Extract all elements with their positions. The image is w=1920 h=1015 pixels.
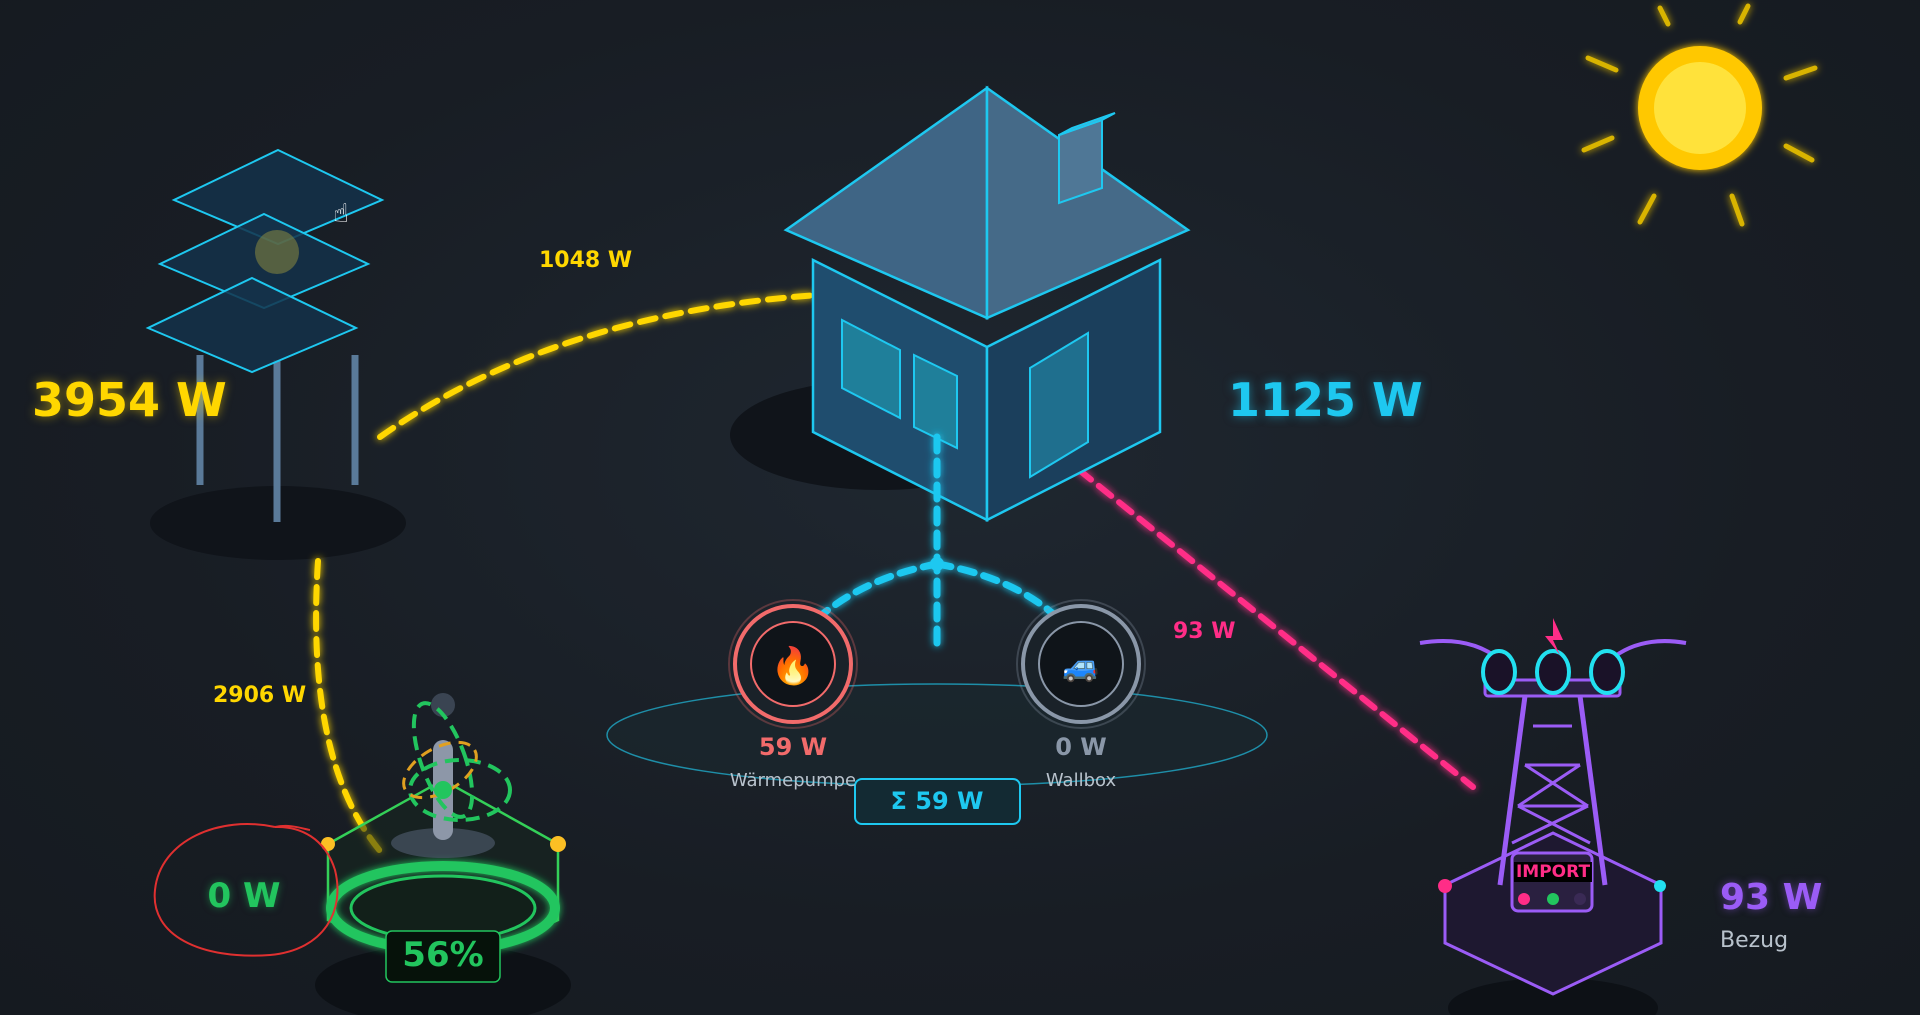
house-power-value: 1125 W [1228, 373, 1423, 427]
grid-power-value: 93 W [1720, 877, 1823, 918]
flow-grid-to-house [1035, 434, 1476, 790]
consumers-total: Σ 59 W [890, 787, 984, 815]
solar-to-house-flow-label: 1048 W [539, 248, 633, 273]
battery-soc: 56% [402, 935, 484, 975]
battery-power-value: 0 W [207, 876, 281, 916]
grid-pylon-icon [1419, 618, 1687, 1015]
fire-icon: 🔥 [771, 645, 816, 687]
house-icon [730, 85, 1191, 523]
grid-direction-label: Bezug [1720, 928, 1789, 953]
hand-cursor-icon: ☝ [333, 199, 349, 229]
wallbox-node[interactable]: 🚙 [1016, 599, 1146, 729]
heat-pump-node[interactable]: 🔥 [728, 599, 858, 729]
flow-solar-to-battery [313, 558, 383, 854]
heat-pump-power: 59 W [758, 733, 828, 761]
solar-panel-icon [145, 148, 406, 560]
sun-icon [1581, 3, 1818, 227]
grid-status-badge: IMPORT [1513, 862, 1593, 882]
wallbox-label: Wallbox [1045, 770, 1117, 791]
solar-power-value: 3954 W [32, 373, 227, 427]
car-icon: 🚙 [1062, 649, 1099, 684]
grid-flow-label: 93 W [1173, 619, 1236, 644]
consumers-total-box [854, 778, 1021, 825]
battery-soc-box [385, 930, 501, 983]
annotation-circle [153, 823, 339, 957]
solar-to-battery-flow-label: 2906 W [213, 683, 307, 708]
heat-pump-label: Wärmepumpe [729, 770, 857, 791]
battery-icon [315, 693, 571, 1015]
flow-solar-to-house [377, 291, 836, 440]
wallbox-power: 0 W [1055, 733, 1107, 761]
